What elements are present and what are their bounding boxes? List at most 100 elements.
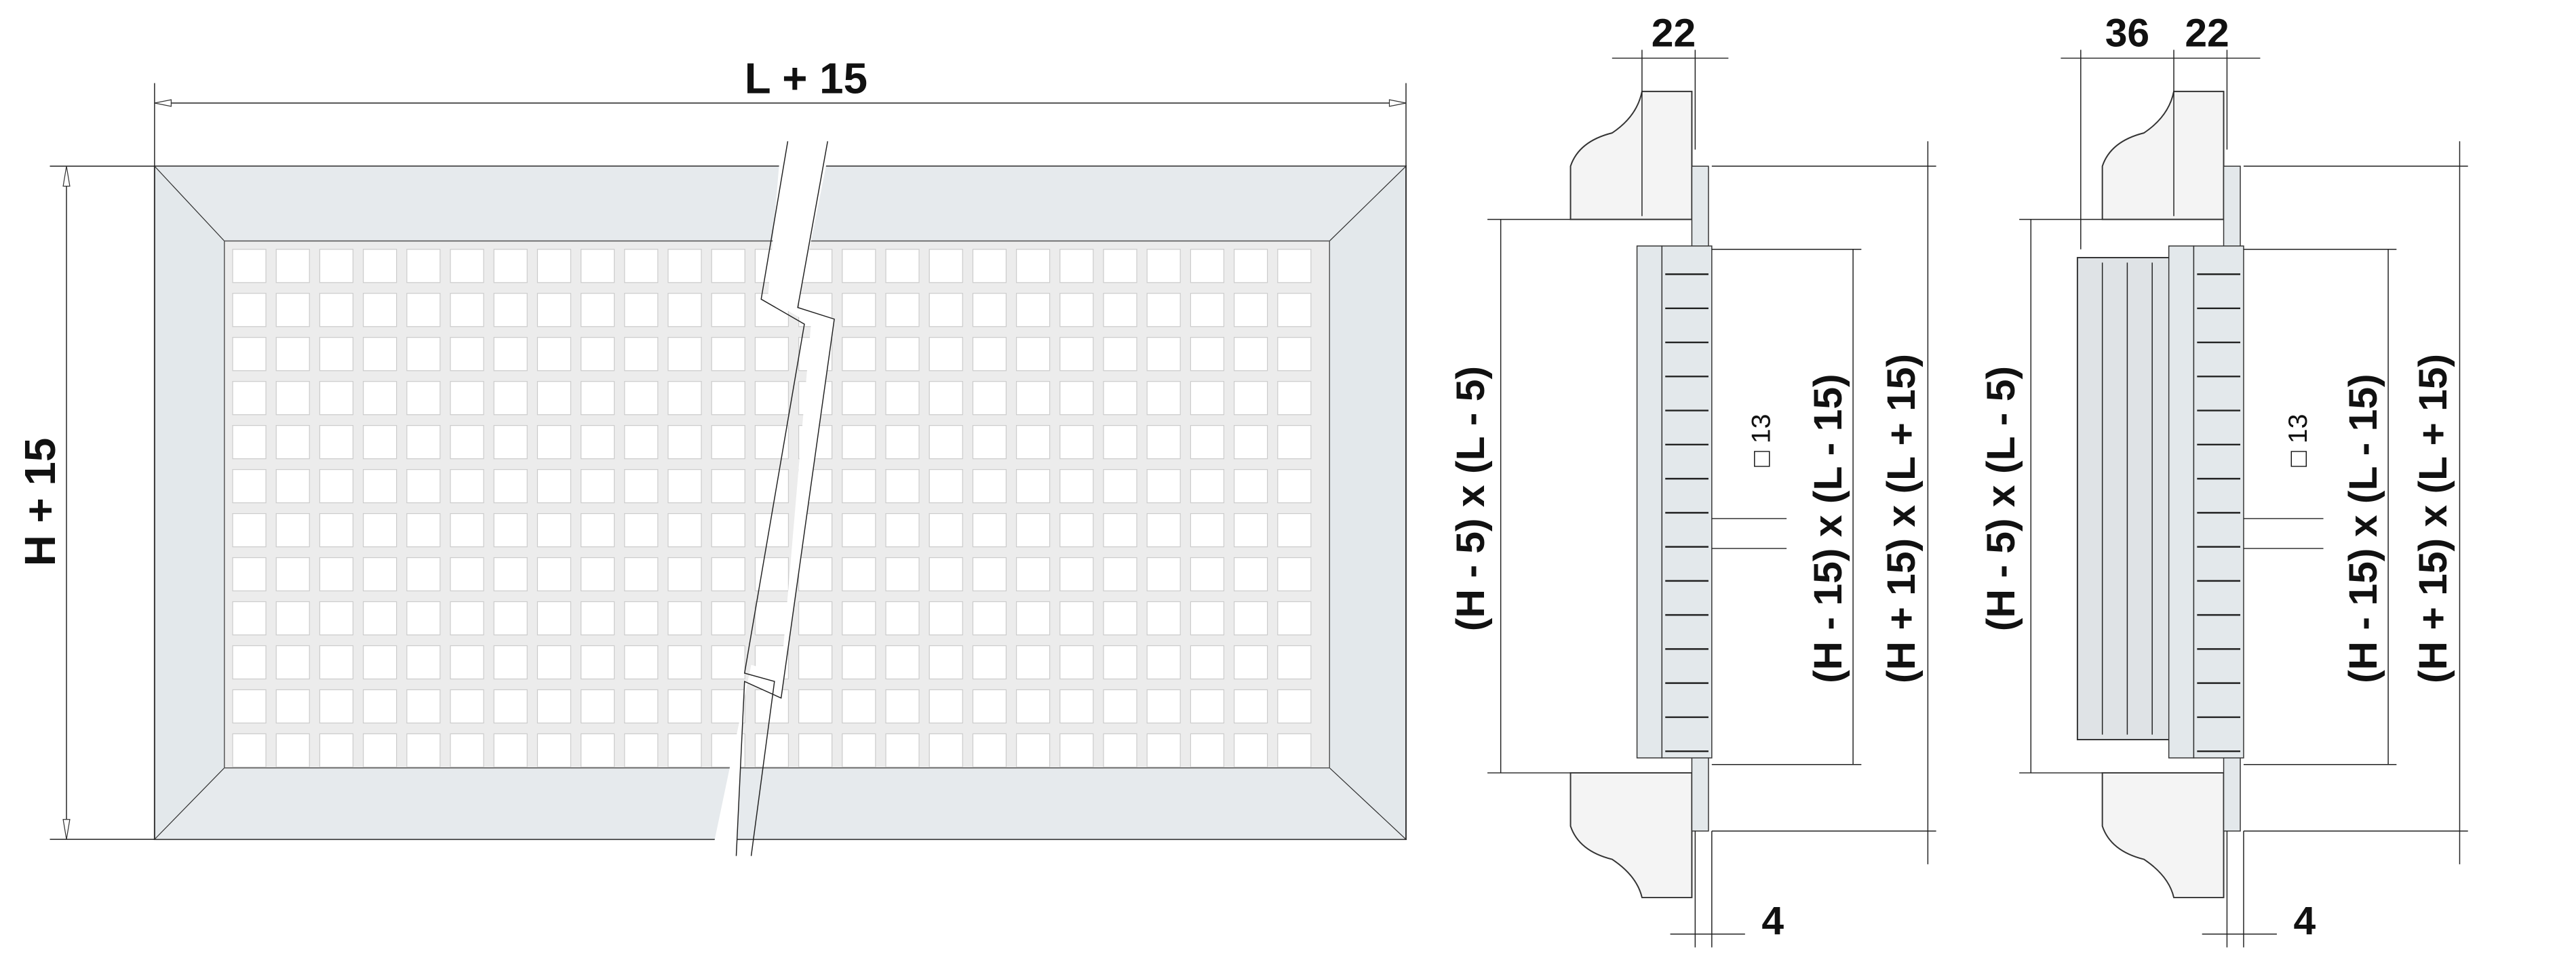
mesh-cell <box>1233 293 1268 327</box>
mesh-cell <box>232 645 267 680</box>
mesh-cell <box>885 689 920 724</box>
mesh-cell <box>1190 468 1225 504</box>
mesh-cell <box>842 468 876 504</box>
mesh-cell <box>493 293 528 327</box>
mesh-cell <box>1103 645 1137 680</box>
mesh-cell <box>885 557 920 592</box>
mesh-cell <box>972 601 1007 636</box>
mesh-cell <box>754 601 789 636</box>
mesh-cell <box>1059 337 1094 371</box>
mesh-cell <box>450 645 484 680</box>
mesh-cell <box>972 381 1007 416</box>
mesh-cell <box>624 645 659 680</box>
mesh-cell <box>1233 513 1268 548</box>
mesh-cell <box>450 293 484 327</box>
mesh-cell <box>1190 337 1225 371</box>
mesh-cell <box>929 381 963 416</box>
mesh-cell <box>1190 733 1225 768</box>
mesh-cell <box>885 381 920 416</box>
mesh-cell <box>972 513 1007 548</box>
mesh-cell <box>842 337 876 371</box>
mesh-cell <box>493 733 528 768</box>
mesh-cell <box>754 468 789 504</box>
mesh-cell <box>581 381 615 416</box>
mesh-cell <box>406 249 441 283</box>
mesh-cell <box>536 645 572 680</box>
mesh-cell <box>842 513 876 548</box>
mesh-cell <box>667 425 702 460</box>
mesh-cell <box>363 293 397 327</box>
mesh-cell <box>667 468 702 504</box>
mesh-cell <box>1190 381 1225 416</box>
mesh-cell <box>1103 733 1137 768</box>
mesh-cell <box>275 557 310 592</box>
mesh-cell <box>1016 733 1051 768</box>
mesh-cell <box>275 381 310 416</box>
mesh-cell <box>232 601 267 636</box>
overall-label: (H + 15) x (L + 15) <box>2411 354 2455 683</box>
mesh-cell <box>842 733 876 768</box>
mesh-cell <box>624 733 659 768</box>
mesh-label: □ 13 <box>1747 414 1776 467</box>
mesh-cell <box>929 513 963 548</box>
mesh-cell <box>363 337 397 371</box>
mesh-cell <box>624 689 659 724</box>
mesh-cell <box>1146 601 1181 636</box>
mesh-cell <box>536 733 572 768</box>
mesh-cell <box>450 733 484 768</box>
mesh-cell <box>1103 557 1137 592</box>
mesh-cell <box>1103 381 1137 416</box>
mesh-cell <box>536 601 572 636</box>
mesh-cell <box>406 381 441 416</box>
mesh-cell <box>581 689 615 724</box>
mesh-cell <box>798 645 833 680</box>
mesh-cell <box>1103 337 1137 371</box>
wall-bottom <box>1569 772 1693 898</box>
mesh-cell <box>232 293 267 327</box>
mesh-cell <box>450 557 484 592</box>
mesh-cell <box>232 381 267 416</box>
mesh-cell <box>929 468 963 504</box>
mesh-cell <box>667 645 702 680</box>
mesh-cell <box>275 689 310 724</box>
height-label: H + 15 <box>16 438 64 567</box>
mesh-cell <box>1059 425 1094 460</box>
mesh-cell <box>536 468 572 504</box>
mesh-cell <box>232 468 267 504</box>
mesh-cell <box>1059 468 1094 504</box>
mesh-cell <box>450 249 484 283</box>
mesh-cell <box>450 601 484 636</box>
mesh-cell <box>406 293 441 327</box>
mesh-cell <box>624 249 659 283</box>
mesh-cell <box>1277 468 1312 504</box>
mesh-cell <box>493 689 528 724</box>
mesh-cell <box>406 337 441 371</box>
mesh-cell <box>493 513 528 548</box>
mesh-cell <box>1016 249 1051 283</box>
mesh-cell <box>450 468 484 504</box>
mesh-cell <box>275 601 310 636</box>
mesh-cell <box>624 293 659 327</box>
mesh-cell <box>275 468 310 504</box>
mesh-cell <box>232 337 267 371</box>
break-line <box>711 141 835 856</box>
mesh-cell <box>319 425 354 460</box>
mesh-cell <box>319 381 354 416</box>
mesh-cell <box>450 381 484 416</box>
mesh-cell <box>363 468 397 504</box>
core-label: (H - 15) x (L - 15) <box>1806 374 1850 683</box>
mesh-cell <box>1233 425 1268 460</box>
mesh-cell <box>1233 337 1268 371</box>
mesh-cell <box>319 468 354 504</box>
mesh-cell <box>1146 468 1181 504</box>
mesh-cell <box>406 557 441 592</box>
mesh-cell <box>624 513 659 548</box>
mesh-cell <box>1146 337 1181 371</box>
mesh-cell <box>232 557 267 592</box>
mesh-cell <box>667 557 702 592</box>
mesh-cell <box>667 293 702 327</box>
mesh-cell <box>1233 468 1268 504</box>
mesh-cell <box>1016 645 1051 680</box>
mesh-cell <box>711 645 745 680</box>
